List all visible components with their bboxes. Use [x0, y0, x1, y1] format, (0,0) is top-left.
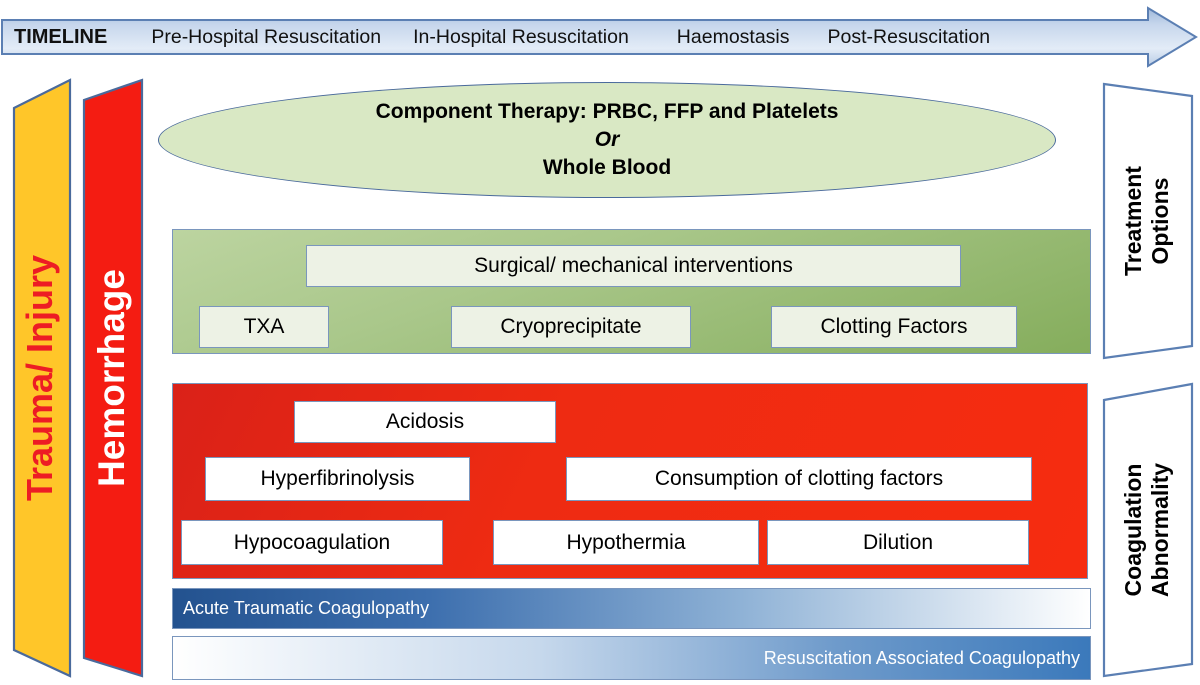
- coagulation-abnormality-band: Acidosis Hyperfibrinolysis Consumption o…: [172, 383, 1088, 579]
- chip-txa[interactable]: TXA: [199, 306, 329, 348]
- chip-acidosis[interactable]: Acidosis: [294, 401, 556, 443]
- chip-cryoprecipitate[interactable]: Cryoprecipitate: [451, 306, 691, 348]
- chip-surgical-mechanical-interventions[interactable]: Surgical/ mechanical interventions: [306, 245, 961, 287]
- component-therapy-line-3: Whole Blood: [542, 155, 672, 179]
- chip-hyperfibrinolysis-label: Hyperfibrinolysis: [260, 467, 415, 490]
- timeline-label-row: TIMELINE Pre-Hospital Resuscitation In-H…: [0, 6, 1160, 68]
- chip-consumption-of-clotting-factors-label: Consumption of clotting factors: [654, 467, 944, 490]
- side-label-treatment-options-shape: [1102, 82, 1194, 360]
- chip-hypocoagulation[interactable]: Hypocoagulation: [181, 520, 443, 565]
- timeline-title: TIMELINE: [14, 25, 108, 48]
- chip-clotting-factors-label: Clotting Factors: [820, 315, 968, 338]
- chip-dilution[interactable]: Dilution: [767, 520, 1029, 565]
- chip-hypothermia[interactable]: Hypothermia: [493, 520, 759, 565]
- banner-trauma-injury-shape: [12, 78, 72, 678]
- bar-acute-traumatic-coagulopathy-label: Acute Traumatic Coagulopathy: [183, 598, 430, 618]
- chip-clotting-factors[interactable]: Clotting Factors: [771, 306, 1017, 348]
- side-label-coagulation-abnormality-text: Coagulation Abnormality: [1120, 463, 1174, 597]
- treatment-options-band: Surgical/ mechanical interventions TXA C…: [172, 229, 1091, 354]
- side-label-treatment-options: Treatment Options: [1098, 80, 1196, 362]
- chip-txa-label: TXA: [243, 315, 285, 338]
- timeline-phase-haemostasis: Haemostasis: [676, 25, 790, 48]
- timeline-phase-pre-hospital: Pre-Hospital Resuscitation: [151, 25, 382, 48]
- chip-surgical-mechanical-interventions-label: Surgical/ mechanical interventions: [474, 254, 793, 277]
- chip-cryoprecipitate-label: Cryoprecipitate: [500, 315, 642, 338]
- banner-trauma-injury-label: Trauma/ Injury: [19, 254, 60, 502]
- banner-hemorrhage-label: Hemorrhage: [91, 269, 132, 487]
- component-therapy-ellipse: Component Therapy: PRBC, FFP and Platele…: [158, 82, 1056, 198]
- component-therapy-line-2: Or: [594, 128, 620, 152]
- chip-acidosis-label: Acidosis: [385, 410, 465, 433]
- timeline-phase-post-resuscitation: Post-Resuscitation: [827, 25, 991, 48]
- side-label-treatment-options-line-1: Treatment: [1119, 166, 1146, 276]
- chip-hypocoagulation-label: Hypocoagulation: [233, 530, 391, 554]
- bar-acute-traumatic-coagulopathy: Acute Traumatic Coagulopathy: [172, 588, 1091, 629]
- timeline-arrow: TIMELINE Pre-Hospital Resuscitation In-H…: [0, 6, 1200, 68]
- side-label-coagulation-abnormality-line-2: Abnormality: [1147, 462, 1173, 598]
- chip-consumption-of-clotting-factors[interactable]: Consumption of clotting factors: [566, 457, 1032, 501]
- chip-dilution-label: Dilution: [862, 530, 934, 554]
- chip-hyperfibrinolysis[interactable]: Hyperfibrinolysis: [205, 457, 470, 501]
- side-label-coagulation-abnormality: Coagulation Abnormality: [1098, 380, 1196, 680]
- side-label-treatment-options-text: Treatment Options: [1120, 166, 1174, 276]
- bar-resuscitation-associated-coagulopathy-label: Resuscitation Associated Coagulopathy: [763, 647, 1080, 668]
- timeline-arrow-shape: [1, 6, 1198, 68]
- banner-trauma-injury: Trauma/ Injury: [6, 78, 74, 678]
- bar-resuscitation-associated-coagulopathy: Resuscitation Associated Coagulopathy: [172, 636, 1091, 680]
- side-label-coagulation-abnormality-shape: [1102, 382, 1194, 678]
- timeline-phase-in-hospital: In-Hospital Resuscitation: [413, 25, 629, 48]
- side-label-coagulation-abnormality-line-1: Coagulation: [1119, 463, 1146, 597]
- banner-hemorrhage-shape: [82, 78, 144, 678]
- component-therapy-line-1: Component Therapy: PRBC, FFP and Platele…: [375, 100, 839, 124]
- chip-hypothermia-label: Hypothermia: [566, 530, 686, 554]
- banner-hemorrhage: Hemorrhage: [76, 78, 148, 678]
- side-label-treatment-options-line-2: Options: [1147, 177, 1173, 265]
